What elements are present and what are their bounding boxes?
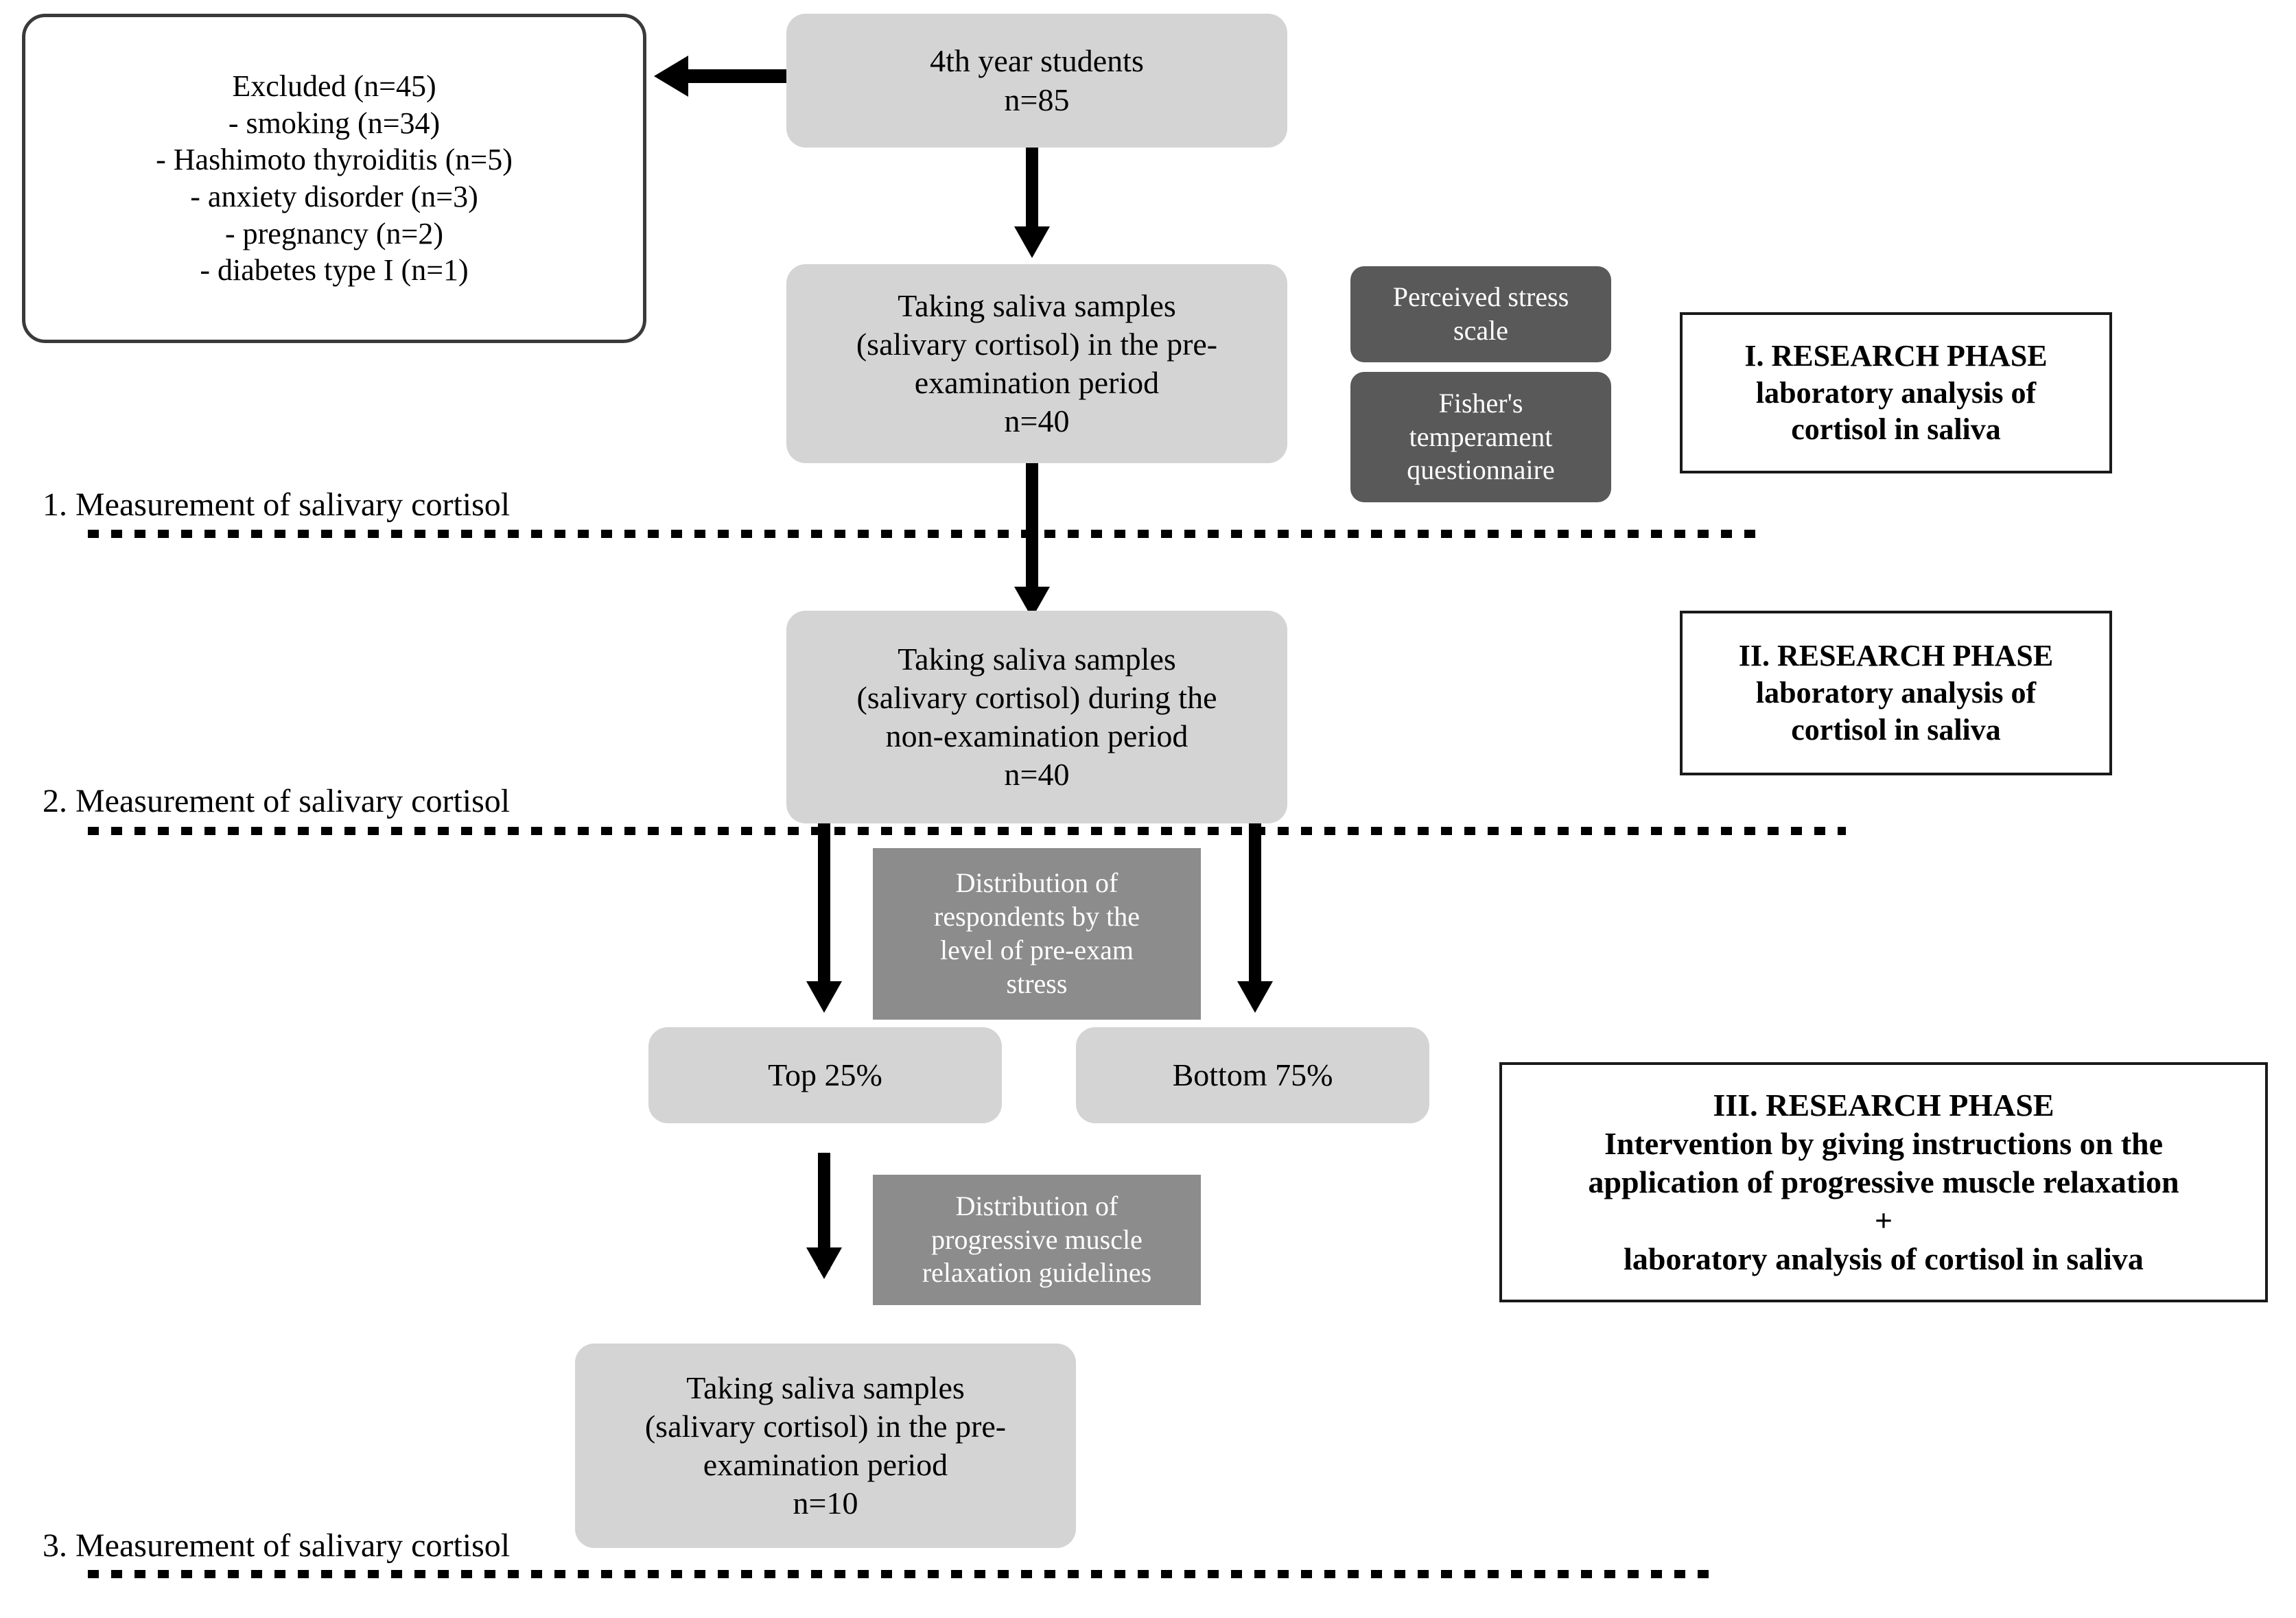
phase-2-line-2: cortisol in saliva — [1791, 712, 2001, 747]
measurement-2-label: 2. Measurement of salivary cortisol — [43, 783, 511, 819]
node-distribution-respondents: Distribution of respondents by the level… — [873, 848, 1201, 1020]
excluded-line-2: - smoking (n=34) — [228, 106, 441, 140]
students-line-2: n=85 — [1004, 82, 1070, 117]
nonexam-line-4: n=40 — [1004, 757, 1070, 793]
phase-3-line-2: application of progressive muscle relaxa… — [1588, 1164, 2179, 1199]
students-line-1: 4th year students — [930, 43, 1144, 79]
phase-2-text: II. RESEARCH PHASE laboratory analysis o… — [1683, 637, 2109, 748]
nonexam-line-3: non-examination period — [885, 718, 1188, 753]
node-distribution-pmr-guidelines: Distribution of progressive muscle relax… — [873, 1175, 1201, 1305]
node-pre-exam-samples-text: Taking saliva samples (salivary cortisol… — [786, 287, 1287, 441]
excluded-line-1: Excluded (n=45) — [232, 69, 436, 103]
nonexam-line-2: (salivary cortisol) during the — [856, 679, 1217, 715]
phase-1-text: I. RESEARCH PHASE laboratory analysis of… — [1683, 338, 2109, 448]
arrow-students-to-preexam-head-icon — [1014, 226, 1050, 258]
excluded-criteria-box: Excluded (n=45) - smoking (n=34) - Hashi… — [22, 14, 646, 343]
node-top-25-percent: Top 25% — [648, 1027, 1002, 1123]
final-line-3: examination period — [703, 1447, 948, 1482]
node-non-exam-samples: Taking saliva samples (salivary cortisol… — [786, 611, 1287, 823]
phase-3-box: III. RESEARCH PHASE Intervention by givi… — [1499, 1062, 2268, 1302]
arrow-students-to-excluded-shaft — [686, 69, 786, 83]
measurement-1-label: 1. Measurement of salivary cortisol — [43, 486, 511, 523]
dist-resp-line-3: level of pre-exam — [939, 935, 1134, 965]
phase-1-line-2: cortisol in saliva — [1791, 412, 2001, 447]
nonexam-line-1: Taking saliva samples — [898, 641, 1176, 677]
bottom-75-percent-label: Bottom 75% — [1172, 1057, 1333, 1092]
node-final-samples: Taking saliva samples (salivary cortisol… — [575, 1344, 1076, 1548]
arrow-top25-to-final-head-icon — [806, 1247, 842, 1279]
fisher-line-2: temperament — [1409, 421, 1553, 452]
phase-3-line-1: Intervention by giving instructions on t… — [1604, 1125, 2164, 1161]
phase-3-text: III. RESEARCH PHASE Intervention by givi… — [1502, 1086, 2265, 1279]
dist-pmr-line-2: progressive muscle — [931, 1223, 1143, 1255]
measurement-3-dashed-line — [88, 1570, 1715, 1578]
node-non-exam-samples-text: Taking saliva samples (salivary cortisol… — [786, 640, 1287, 794]
measurement-1-dashed-line — [88, 530, 1757, 538]
fisher-line-3: questionnaire — [1407, 454, 1555, 486]
preexam-line-2: (salivary cortisol) in the pre- — [856, 326, 1218, 362]
preexam-line-3: examination period — [914, 365, 1160, 400]
pss-line-1: Perceived stress — [1392, 281, 1569, 313]
distribution-pmr-text: Distribution of progressive muscle relax… — [873, 1190, 1201, 1290]
excluded-criteria-text: Excluded (n=45) - smoking (n=34) - Hashi… — [25, 68, 643, 289]
excluded-line-4: - anxiety disorder (n=3) — [190, 180, 478, 213]
phase-1-box: I. RESEARCH PHASE laboratory analysis of… — [1680, 312, 2112, 473]
arrow-branch-right-head-icon — [1237, 981, 1273, 1013]
phase-1-line-1: laboratory analysis of — [1755, 375, 2037, 410]
phase-3-plus: + — [1874, 1203, 1893, 1239]
dist-resp-line-2: respondents by the — [934, 901, 1140, 933]
final-line-4: n=10 — [793, 1486, 858, 1521]
node-pre-exam-samples: Taking saliva samples (salivary cortisol… — [786, 264, 1287, 463]
top-25-percent-label: Top 25% — [768, 1057, 882, 1092]
node-4th-year-students: 4th year students n=85 — [786, 14, 1287, 148]
fisher-line-1: Fisher's — [1438, 387, 1523, 419]
measurement-3-label: 3. Measurement of salivary cortisol — [43, 1527, 511, 1564]
excluded-line-6: - diabetes type I (n=1) — [200, 253, 469, 288]
phase-3-heading: III. RESEARCH PHASE — [1713, 1087, 2054, 1123]
excluded-line-5: - pregnancy (n=2) — [224, 216, 443, 250]
arrow-branch-left-head-icon — [806, 981, 842, 1013]
dist-resp-line-1: Distribution of — [955, 867, 1118, 899]
phase-1-heading: I. RESEARCH PHASE — [1744, 338, 2048, 373]
measurement-2-dashed-line — [88, 827, 1846, 835]
phase-2-heading: II. RESEARCH PHASE — [1738, 639, 2054, 673]
dist-resp-line-4: stress — [1006, 968, 1068, 999]
final-line-1: Taking saliva samples — [686, 1370, 965, 1405]
dist-pmr-line-3: relaxation guidelines — [922, 1257, 1152, 1289]
arrow-branch-left-shaft — [818, 823, 830, 998]
node-bottom-75-percent: Bottom 75% — [1076, 1027, 1429, 1123]
arrow-students-to-preexam-shaft — [1026, 148, 1038, 230]
node-final-samples-text: Taking saliva samples (salivary cortisol… — [575, 1369, 1076, 1523]
phase-2-line-1: laboratory analysis of — [1755, 676, 2037, 710]
arrow-branch-right-shaft — [1249, 823, 1261, 998]
fisher-questionnaire-text: Fisher's temperament questionnaire — [1350, 387, 1611, 487]
arrow-students-to-excluded-head-icon — [654, 56, 688, 97]
arrow-preexam-to-nonexam-shaft — [1026, 463, 1038, 604]
phase-3-line-3: laboratory analysis of cortisol in saliv… — [1624, 1241, 2144, 1277]
distribution-respondents-text: Distribution of respondents by the level… — [873, 867, 1201, 1000]
preexam-line-4: n=40 — [1004, 403, 1070, 439]
dist-pmr-line-1: Distribution of — [955, 1190, 1118, 1221]
excluded-line-3: - Hashimoto thyroiditis (n=5) — [156, 143, 513, 177]
node-perceived-stress-scale: Perceived stress scale — [1350, 266, 1611, 362]
perceived-stress-scale-text: Perceived stress scale — [1350, 281, 1611, 348]
arrow-top25-to-final-shaft — [818, 1153, 830, 1269]
final-line-2: (salivary cortisol) in the pre- — [644, 1408, 1007, 1444]
node-4th-year-students-text: 4th year students n=85 — [786, 42, 1287, 119]
preexam-line-1: Taking saliva samples — [898, 288, 1176, 323]
pss-line-2: scale — [1453, 315, 1508, 346]
phase-2-box: II. RESEARCH PHASE laboratory analysis o… — [1680, 611, 2112, 775]
node-fisher-temperament-questionnaire: Fisher's temperament questionnaire — [1350, 372, 1611, 502]
